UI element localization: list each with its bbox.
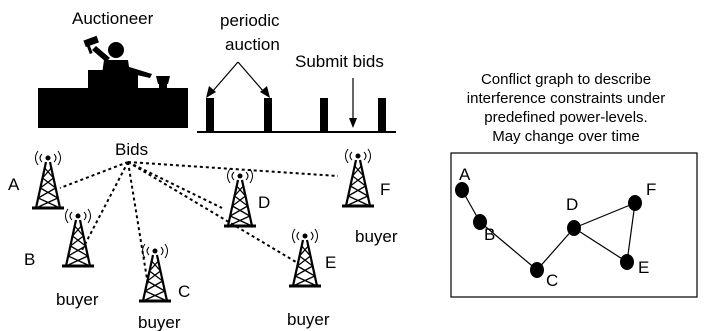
tower-label-f: F [380, 180, 390, 199]
bid-line-f [127, 161, 339, 177]
graph-node-e [620, 254, 634, 270]
tower-label-d: D [258, 193, 270, 212]
graph-edge-c-d [536, 227, 575, 271]
conflict-graph-edges [461, 189, 636, 271]
tower-a-icon [32, 150, 64, 210]
auction-pulse-1 [206, 98, 214, 132]
periodic-arrowhead-right [260, 86, 270, 98]
conflict-caption-line1: Conflict graph to describe [481, 71, 651, 88]
auction-pulse-2 [264, 98, 272, 132]
bid-line-d [127, 161, 223, 209]
bids-label: Bids [115, 140, 148, 159]
conflict-caption: Conflict graph to describe interference … [467, 71, 665, 145]
tower-labels: A B buyer C buyer D E buyer F buyer [8, 175, 398, 331]
graph-edge-d-e [573, 227, 628, 263]
auction-pulse-3 [320, 98, 328, 132]
bid-lines [59, 161, 339, 286]
graph-edge-f-e [626, 202, 636, 263]
tower-f-icon [342, 148, 374, 208]
submit-bids-label: Submit bids [295, 52, 384, 71]
conflict-caption-line3: predefined power-levels. [484, 109, 647, 126]
tower-label-a: A [8, 175, 20, 194]
auctioneer-label: Auctioneer [72, 9, 154, 28]
tower-role-b: buyer [56, 290, 99, 309]
periodic-arrow-right [237, 61, 265, 93]
graph-label-a: A [459, 165, 471, 184]
graph-node-a [455, 182, 469, 198]
tower-e-icon [289, 228, 321, 288]
graph-label-c: C [546, 271, 558, 290]
graph-node-f [628, 195, 642, 211]
periodic-arrowhead-left [206, 86, 216, 98]
periodic-arrow-left [211, 61, 239, 93]
tower-b-icon [62, 208, 94, 268]
tower-label-b: B [24, 250, 35, 269]
bid-line-c [127, 161, 149, 286]
tower-label-c: C [178, 282, 190, 301]
graph-edge-d-f [573, 202, 636, 229]
graph-node-d [567, 220, 581, 236]
bid-line-e [127, 161, 297, 263]
graph-label-f: F [646, 180, 656, 199]
periodic-label-line2: auction [225, 35, 280, 54]
conflict-graph-nodes [455, 182, 642, 278]
auctioneer-figure [38, 35, 188, 128]
tower-role-c: buyer [138, 313, 181, 331]
conflict-graph-labels: A B C D E F [459, 165, 656, 290]
periodic-label-line1: periodic [220, 11, 280, 30]
graph-label-e: E [638, 258, 649, 277]
towers [32, 148, 374, 303]
auction-timeline [197, 61, 396, 133]
tower-c-icon [139, 243, 171, 303]
graph-label-d: D [566, 195, 578, 214]
auction-pulse-4 [378, 98, 386, 132]
conflict-caption-line4: May change over time [492, 128, 640, 145]
graph-node-c [530, 262, 544, 278]
bid-line-a [59, 161, 129, 189]
tower-role-f: buyer [355, 227, 398, 246]
graph-label-b: B [484, 225, 495, 244]
tower-d-icon [224, 168, 256, 228]
graph-node-b [473, 214, 487, 230]
bid-line-b [81, 161, 129, 251]
tower-role-e: buyer [287, 310, 330, 329]
conflict-graph-box [450, 152, 698, 298]
submit-bids-arrowhead [349, 118, 357, 128]
graph-edge-b-c [479, 221, 538, 271]
conflict-caption-line2: interference constraints under [467, 90, 665, 107]
tower-label-e: E [325, 253, 336, 272]
